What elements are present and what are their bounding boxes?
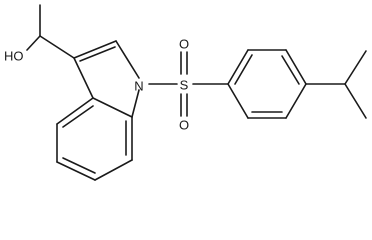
indole-benzene-ring — [56, 97, 133, 181]
bond-c-c3 — [39, 35, 75, 59]
chemical-structure: HO N S O O — [4, 4, 367, 181]
bond-p1-p2-inner — [234, 54, 253, 85]
hydroxyethyl-group — [26, 4, 75, 59]
bond-n-c7a — [131, 89, 140, 118]
bond-p3-p4-inner — [281, 55, 300, 85]
bond-ch-methyl-up — [344, 50, 367, 85]
bond-c2-n — [115, 40, 140, 79]
nitrogen-label: N — [134, 79, 143, 94]
bond-p4-p5 — [285, 83, 307, 119]
bond-c6-c7 — [94, 159, 133, 181]
bond-ch-methyl-down — [344, 83, 367, 119]
bond-c3-c2-inner — [79, 46, 116, 62]
pyrrole-ring — [73, 40, 140, 118]
bond-c3a-c4-inner — [62, 105, 94, 128]
bond-c5-c6-inner — [62, 157, 96, 174]
isopropyl-group — [305, 50, 367, 119]
bond-c-oh — [26, 35, 41, 51]
hydroxyl-label: HO — [4, 49, 24, 64]
sulfur-label: S — [180, 78, 189, 93]
bond-p1-p2 — [227, 49, 249, 85]
oxygen-bottom-label: O — [179, 118, 189, 133]
bond-p6-p1 — [227, 83, 249, 119]
bond-c5-c6 — [56, 161, 96, 181]
bond-c3-c2 — [73, 40, 117, 59]
bond-c3-c3a — [73, 57, 94, 99]
bond-c3a-c4 — [56, 97, 94, 125]
sulfonyl-group — [148, 51, 229, 117]
bond-c3a-c7a — [92, 97, 133, 118]
oxygen-top-label: O — [179, 37, 189, 52]
phenyl-ring — [227, 49, 307, 119]
bond-p3-p4 — [285, 49, 307, 85]
